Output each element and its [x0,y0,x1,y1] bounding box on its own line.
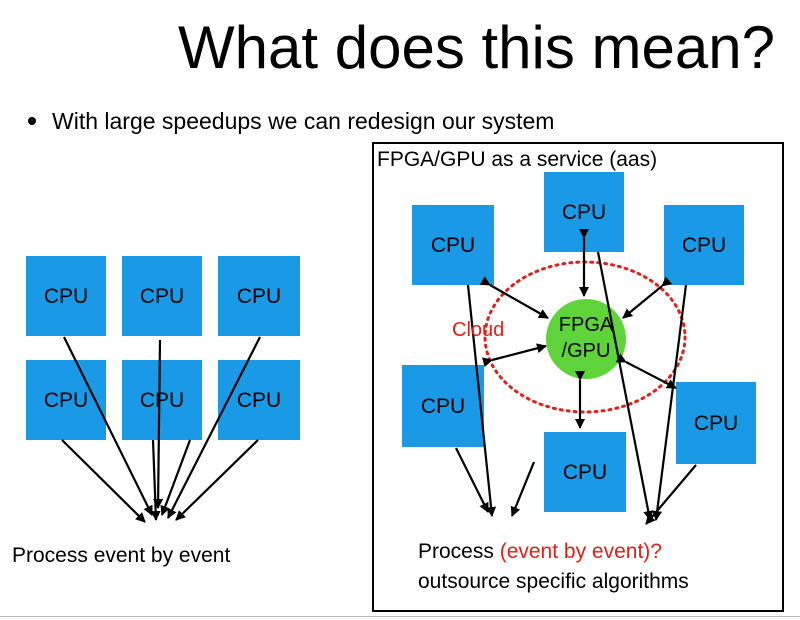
left-caption: Process event by event [12,544,231,567]
left-cpu-6: CPU [218,360,300,440]
right-caption-line2: outsource specific algorithms [418,570,689,593]
left-cpu-3: CPU [218,256,300,336]
slide-bottom-divider [0,616,800,617]
fpga-label-line1: FPGA [558,314,614,336]
right-cpu-lower-right: CPU [676,382,756,464]
right-caption-line1: Process (event by event)? [418,540,662,564]
service-box [372,142,784,612]
accelerator-links [479,229,677,429]
fpga-label-line2: /GPU [561,340,611,362]
slide-title: What does this mean? [178,14,775,81]
right-caption-prefix: Process [418,540,500,563]
right-cpu-upper-left: CPU [412,205,494,285]
bullet-text: With large speedups we can redesign our … [52,108,555,134]
left-cpu-4: CPU [26,360,106,440]
fpga-gpu-node [546,299,626,379]
bullet-dot-icon [28,116,36,125]
left-cpu-5: CPU [122,360,202,440]
fpga-gpu-label: FPGA /GPU [544,312,628,364]
event-flow-arrows [455,251,697,525]
right-caption-highlight: (event by event)? [499,540,662,563]
bullet-point: With large speedups we can redesign our … [28,108,554,135]
right-cpu-bottom: CPU [544,432,626,512]
service-box-label: FPGA/GPU as a service (aas) [377,148,658,171]
right-cpu-lower-left: CPU [402,365,484,447]
right-cpu-upper-right: CPU [664,205,744,285]
cloud-label: Cloud [452,319,505,341]
left-cpu-1: CPU [26,256,106,336]
left-cpu-2: CPU [122,256,202,336]
left-arrows [61,336,261,523]
